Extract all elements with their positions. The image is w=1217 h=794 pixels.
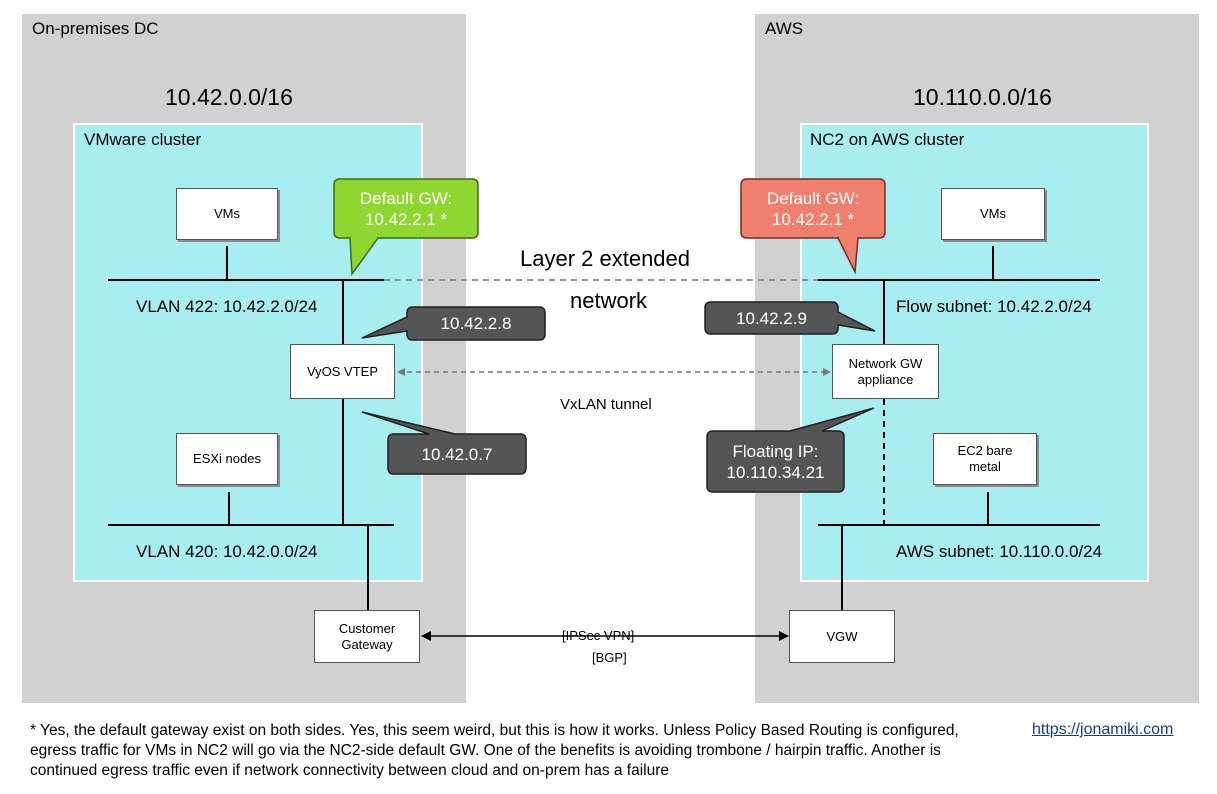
- vgw-box: VGW: [789, 610, 895, 663]
- vyos-vlan420-ip-text: 10.42.0.7: [421, 444, 493, 464]
- layer2-extended-label-line1: Layer 2 extended: [520, 246, 691, 271]
- vms-right-box: VMs: [941, 188, 1045, 240]
- nc2-cluster-label: NC2 on AWS cluster: [810, 130, 965, 149]
- ipsec-vpn-label: [IPSec VPN]: [562, 628, 635, 643]
- vxlan-tunnel-label: VxLAN tunnel: [560, 396, 652, 413]
- onprem-cidr: 10.42.0.0/16: [165, 84, 293, 110]
- vms-left-box: VMs: [176, 188, 278, 240]
- ec2-bare-metal-label: EC2 bare metal: [957, 443, 1013, 474]
- aws-cidr: 10.110.0.0/16: [913, 84, 1052, 110]
- aws-subnet-label: AWS subnet: 10.110.0.0/24: [896, 542, 1103, 561]
- footnote: * Yes, the default gateway exist on both…: [30, 722, 959, 779]
- customer-gateway-label: Customer Gateway: [338, 620, 396, 652]
- vyos-vlan420-callout-shape: [361, 411, 527, 475]
- netgw-ip-callout-shape: [704, 301, 876, 335]
- network-gw-appliance-box: Network GW appliance: [832, 344, 939, 399]
- floating-ip-text: Floating IP: 10.110.34.21: [726, 441, 825, 482]
- customer-gateway-box: Customer Gateway: [314, 610, 420, 663]
- vyos-vtep-box: VyOS VTEP: [290, 344, 395, 399]
- ec2-bare-metal-box: EC2 bare metal: [933, 433, 1037, 485]
- layer2-extended-label-line2: network: [570, 288, 648, 313]
- onprem-region-label: On-premises DC: [32, 19, 159, 38]
- vlan422-label: VLAN 422: 10.42.2.0/24: [136, 297, 318, 316]
- floating-ip-callout-shape: [706, 407, 875, 493]
- flow-subnet-label: Flow subnet: 10.42.2.0/24: [896, 297, 1092, 316]
- vlan420-label: VLAN 420: 10.42.0.0/24: [136, 542, 318, 561]
- gw-right-callout-text: Default GW: 10.42.2.1 *: [766, 188, 860, 229]
- aws-region-label: AWS: [765, 19, 804, 38]
- gw-left-callout-shape: [333, 178, 479, 277]
- gw-left-callout-text: Default GW: 10.42.2.1 *: [359, 188, 453, 229]
- vyos-vlan422-ip-text: 10.42.2.8: [440, 314, 512, 333]
- vmware-cluster-label: VMware cluster: [84, 130, 202, 149]
- vyos-vlan422-callout-shape: [361, 306, 546, 341]
- netgw-ip-text: 10.42.2.9: [736, 308, 807, 328]
- jonamiki-link[interactable]: https://jonamiki.com: [1032, 721, 1174, 738]
- bgp-label: [BGP]: [592, 650, 627, 665]
- gw-right-callout-shape: [740, 178, 886, 275]
- network-gw-appliance-label: Network GW appliance: [848, 355, 923, 387]
- esxi-nodes-box: ESXi nodes: [176, 433, 278, 485]
